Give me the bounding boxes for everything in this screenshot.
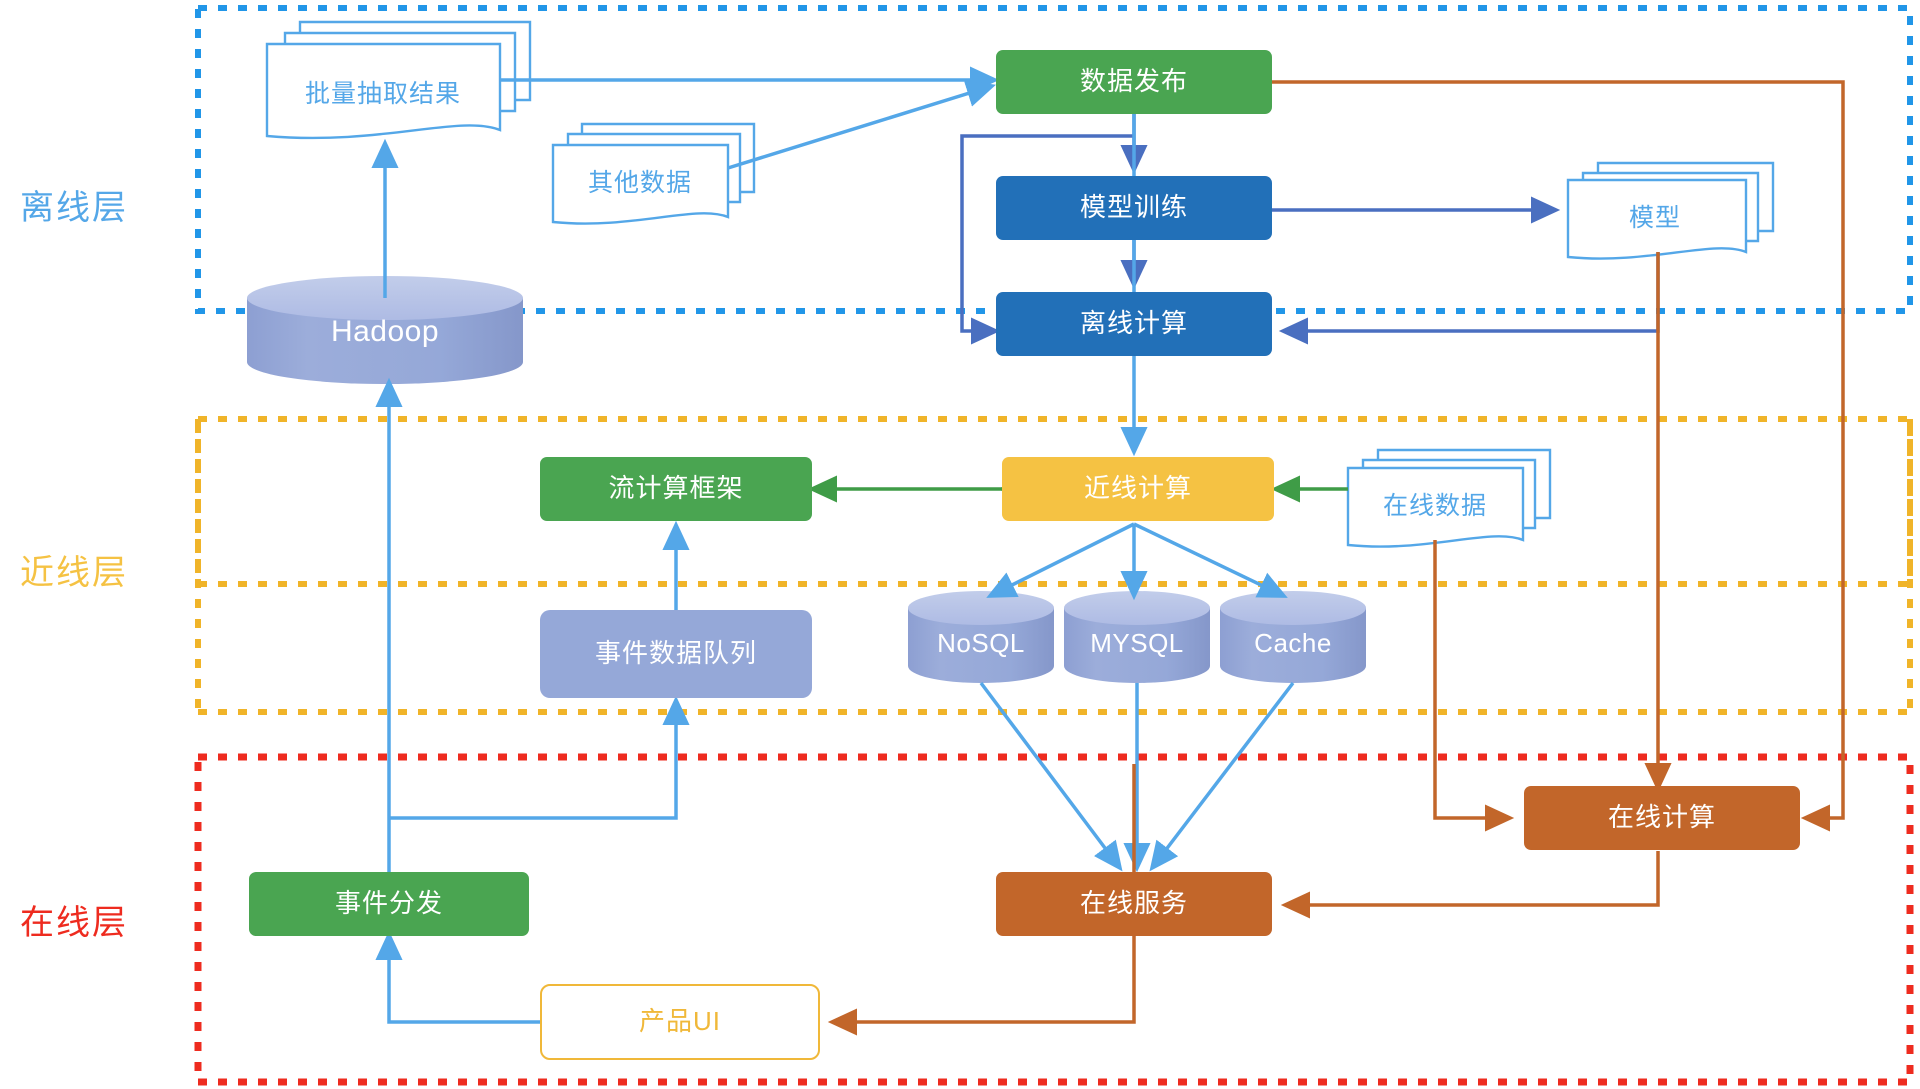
edge-nearline-to-nosql: [986, 522, 1135, 598]
edge-otherdata-to-publish: [727, 80, 997, 170]
edge-nosql-to-onlineservice: [979, 681, 1123, 872]
cylinder-label-mysql: MYSQL: [1090, 628, 1184, 658]
node-online-service[interactable]: 在线服务: [996, 872, 1272, 936]
document-label-other-data: 其他数据: [587, 169, 692, 197]
cylinder-label-hadoop: Hadoop: [330, 315, 440, 348]
layer-label-nearline: 近线层: [20, 554, 128, 592]
node-model-training[interactable]: 模型训练: [996, 176, 1272, 240]
node-stream-framework[interactable]: 流计算框架: [540, 457, 812, 521]
node-product-ui[interactable]: 产品UI: [540, 984, 820, 1060]
layer-label-offline: 离线层: [20, 189, 128, 227]
document-label-online-data: 在线数据: [1382, 492, 1487, 520]
cylinder-label-nosql: NoSQL: [937, 628, 1025, 658]
edge-productui-to-eventdispatch: [375, 930, 542, 1024]
edge-publish-to-onlinecompute-right: [1272, 80, 1845, 832]
cylinder-label-cache: Cache: [1254, 628, 1332, 658]
edge-onlinecompute-to-onlineservice: [1280, 851, 1660, 919]
edge-onlinedata-to-onlinecompute: [1433, 540, 1515, 832]
edge-model-to-offlinecompute: [1278, 252, 1660, 345]
node-data-publish[interactable]: 数据发布: [996, 50, 1272, 114]
edge-nearline-to-cache: [1133, 522, 1288, 598]
node-event-dispatch[interactable]: 事件分发: [249, 872, 529, 936]
node-event-data-queue[interactable]: 事件数据队列: [540, 610, 812, 698]
edge-eventdispatch-to-eventqueue: [389, 695, 690, 820]
edge-cache-to-onlineservice: [1149, 681, 1295, 872]
document-label-model: 模型: [1628, 204, 1681, 232]
node-nearline-compute[interactable]: 近线计算: [1002, 457, 1274, 521]
node-offline-compute[interactable]: 离线计算: [996, 292, 1272, 356]
node-online-compute[interactable]: 在线计算: [1524, 786, 1800, 850]
layer-label-online: 在线层: [20, 904, 128, 942]
document-label-batch-extract-result: 批量抽取结果: [304, 80, 461, 108]
